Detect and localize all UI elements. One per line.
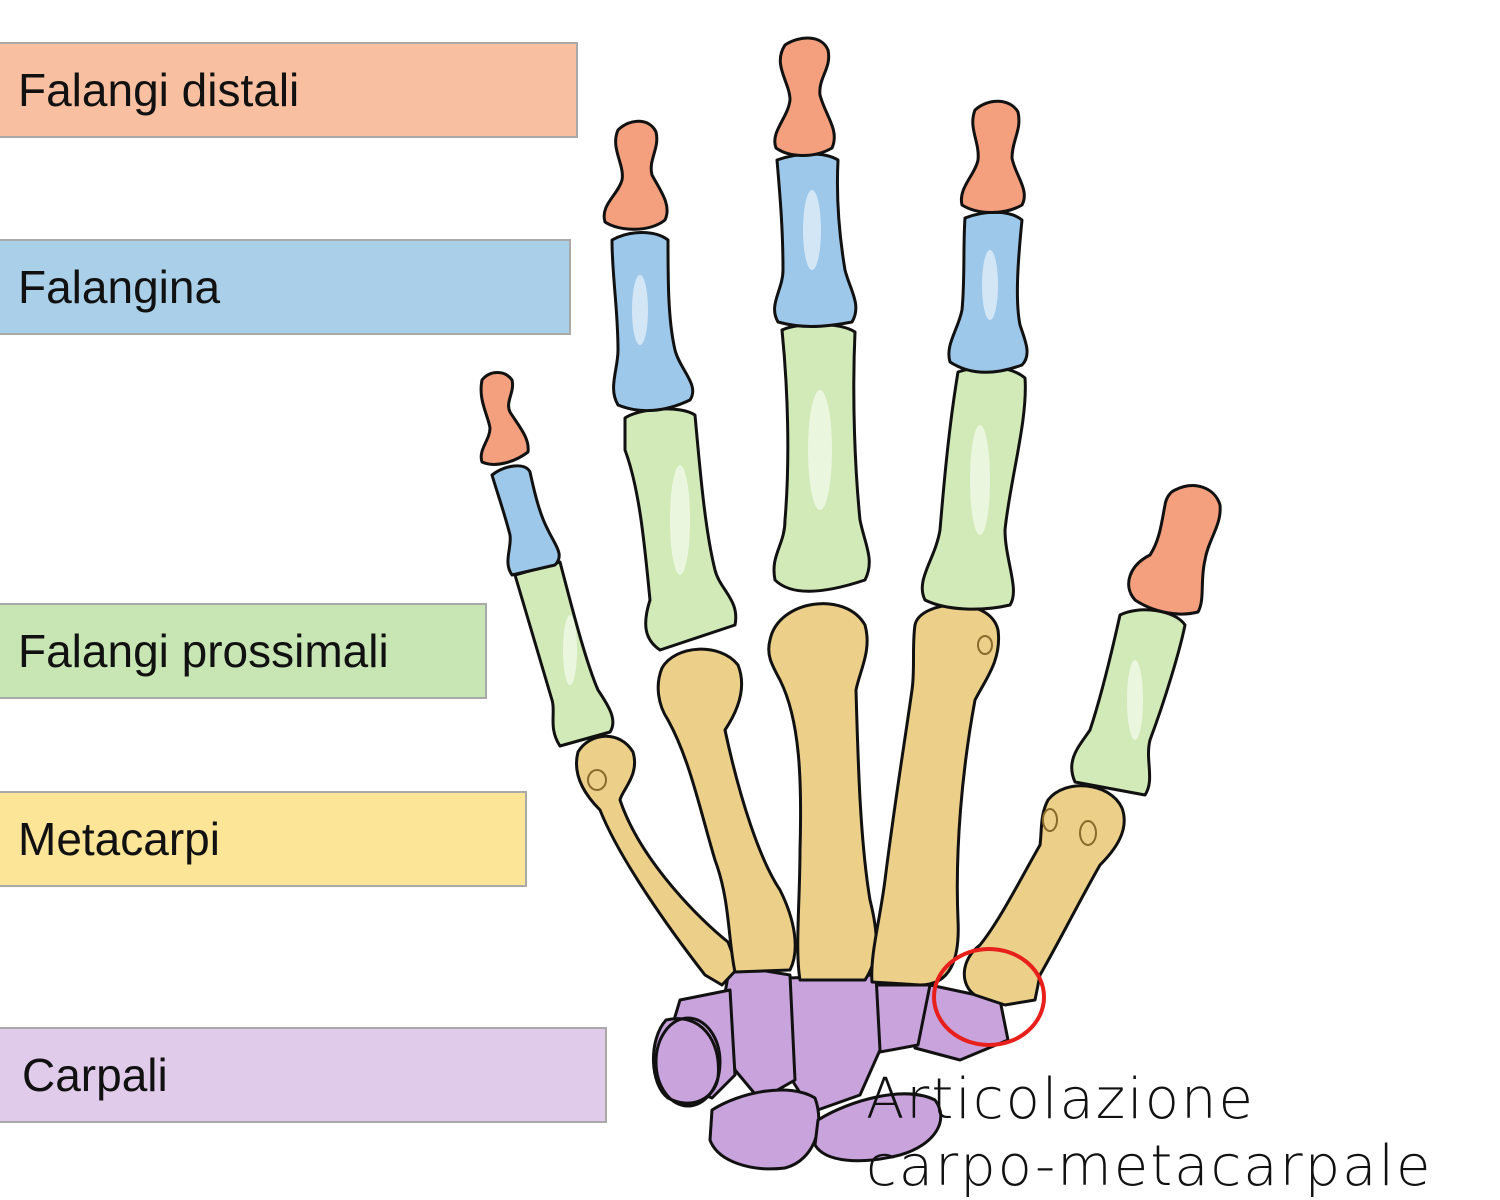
middle-phalanx-5 (492, 466, 559, 575)
distal-phalanx-5 (481, 373, 528, 465)
middle-phalanx-4 (612, 233, 693, 411)
annotation-line-2: carpo-metacarpale (866, 1134, 1432, 1199)
distal-phalanx-3 (775, 38, 835, 155)
distal-phalanx-2 (961, 101, 1024, 212)
annotation-line-1: Articolazione (866, 1067, 1255, 1132)
metacarpal-1 (964, 786, 1124, 1005)
carpal-lunate (710, 1090, 819, 1169)
distal-phalanx-4 (604, 121, 667, 229)
distal-phalanx-1 (1129, 486, 1221, 614)
metacarpal-bones (577, 604, 1125, 1005)
metacarpal-2 (872, 605, 999, 985)
